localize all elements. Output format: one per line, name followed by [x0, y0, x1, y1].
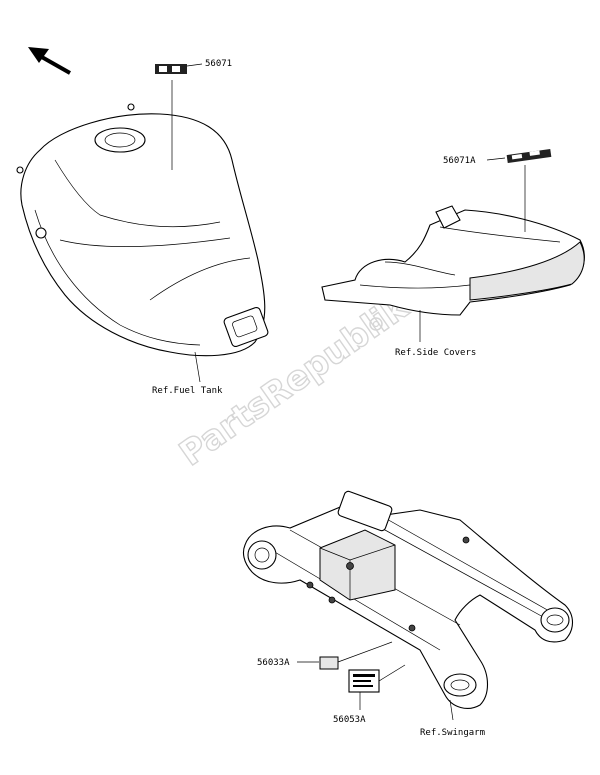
tank-decal-56071 — [155, 64, 187, 74]
ref-side-covers-label: Ref.Side Covers — [395, 348, 476, 358]
part-number-56071: 56071 — [205, 59, 232, 69]
part-number-56071A: 56071A — [443, 156, 476, 166]
side-cover-decal-56071A — [506, 148, 552, 164]
ref-swingarm-label: Ref.Swingarm — [420, 728, 485, 738]
swingarm-label-56033A — [319, 656, 339, 670]
fuel-tank-illustration — [16, 103, 269, 357]
part-number-56033A: 56033A — [257, 658, 290, 668]
ref-fuel-tank-label: Ref.Fuel Tank — [152, 386, 223, 396]
part-number-56053A: 56053A — [333, 715, 366, 725]
watermark-gear-icon — [369, 317, 383, 331]
swingarm-label-56053A — [348, 669, 380, 693]
swingarm-illustration — [242, 490, 574, 709]
front-direction-arrow-icon — [28, 47, 71, 75]
side-covers-illustration — [321, 205, 585, 316]
